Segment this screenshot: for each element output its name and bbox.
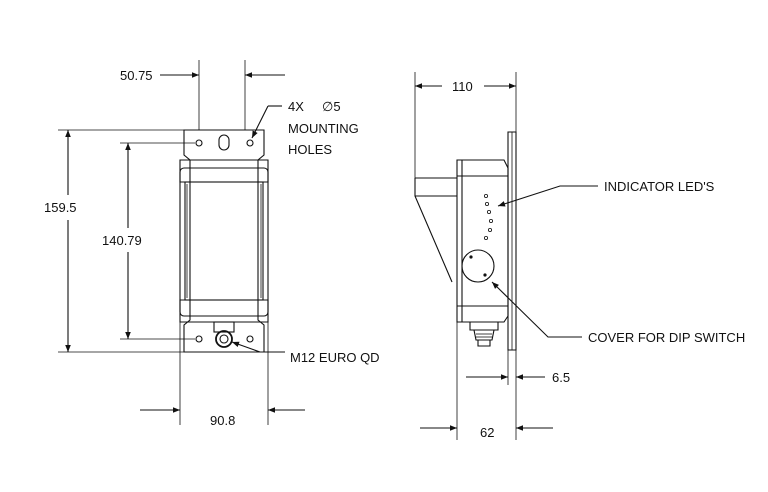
m12-connector-body — [213, 321, 235, 333]
side-view — [414, 131, 517, 351]
mounting-label-2: HOLES — [288, 142, 332, 157]
indicator-leds — [483, 193, 493, 240]
dim-base-depth: 62 — [480, 425, 494, 440]
front-lower-band — [179, 299, 269, 323]
side-connector — [469, 321, 499, 347]
front-callouts: 4X ∅5 MOUNTING HOLES M12 EURO QD — [231, 99, 380, 365]
connector-label: M12 EURO QD — [290, 350, 380, 365]
front-upper-band — [179, 159, 269, 183]
dim-side-depth: 110 — [452, 79, 473, 94]
side-callouts: INDICATOR LED'S COVER FOR DIP SWITCH — [491, 179, 745, 345]
side-bracket — [414, 177, 457, 283]
dip-cover-label: COVER FOR DIP SWITCH — [588, 330, 745, 345]
mounting-hole-bottom-right — [246, 335, 254, 343]
dim-flange: 6.5 — [552, 370, 570, 385]
front-view — [179, 129, 269, 353]
dim-inner-height: 140.79 — [102, 233, 142, 248]
mounting-hole-top-left — [195, 139, 203, 147]
front-window — [184, 181, 264, 301]
indicator-label: INDICATOR LED'S — [604, 179, 715, 194]
front-housing — [179, 167, 269, 317]
mounting-dia: ∅5 — [322, 99, 341, 114]
mounting-label-1: MOUNTING — [288, 121, 359, 136]
keyhole-slot — [218, 134, 230, 151]
mounting-hole-bottom-left — [195, 335, 203, 343]
front-dimensions: 50.75 159.5 140.79 90.8 — [44, 60, 305, 428]
side-dimensions: 110 6.5 62 — [414, 72, 570, 440]
m12-connector-icon — [215, 330, 233, 348]
side-housing — [456, 159, 509, 323]
mounting-qty: 4X — [288, 99, 304, 114]
front-plate-outline — [183, 129, 265, 353]
dim-bottom-width: 90.8 — [210, 413, 235, 428]
dim-overall-height: 159.5 — [44, 200, 77, 215]
mounting-hole-top-right — [246, 139, 254, 147]
dip-switch-cover — [461, 249, 495, 283]
dim-top-width: 50.75 — [120, 68, 153, 83]
